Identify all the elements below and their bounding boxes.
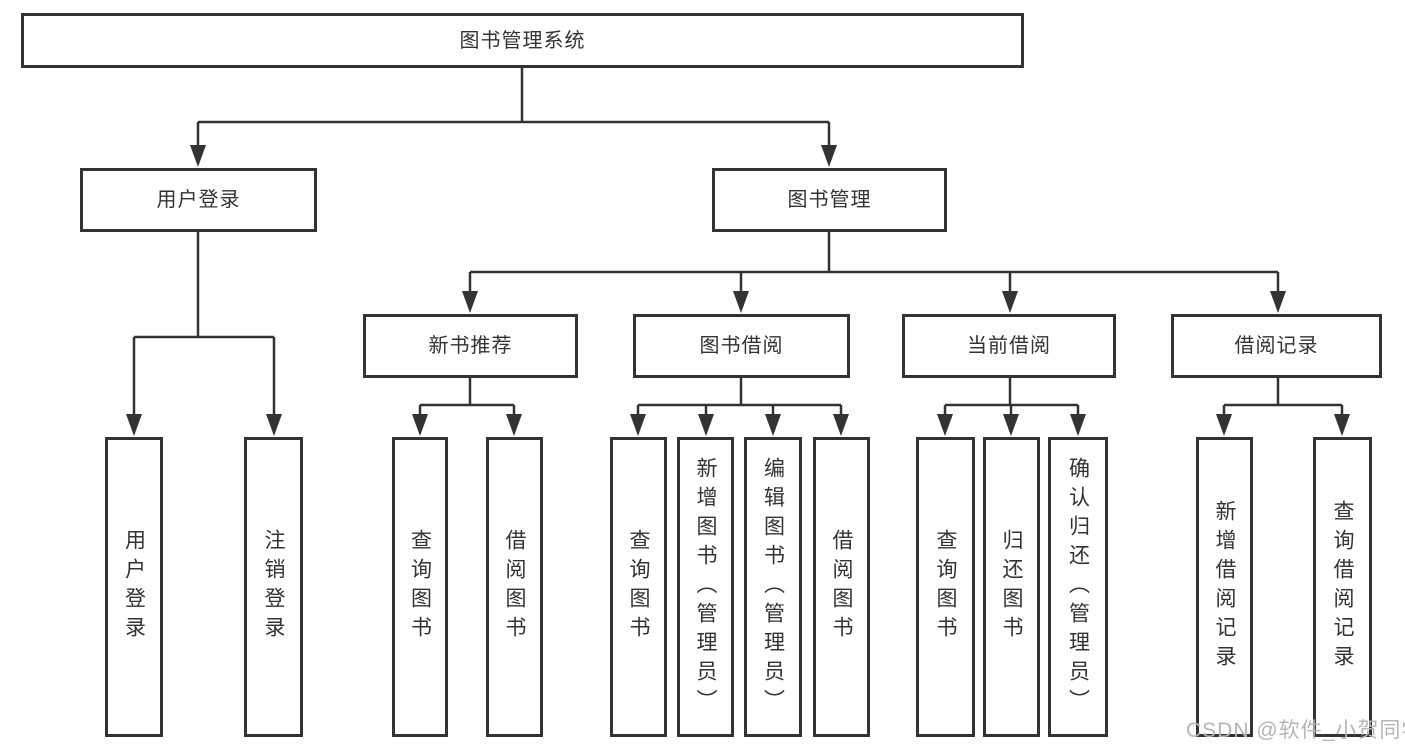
node-leaf-query-borrow-record-label: 查询借阅记录	[1331, 500, 1354, 674]
node-leaf-user-login-label: 用户登录	[122, 529, 146, 645]
node-leaf-query-books-3: 查询图书	[916, 437, 975, 737]
node-leaf-confirm-return-admin-label: 确认归还（管理员）	[1066, 456, 1090, 718]
csdn-watermark: CSDN @软件_小贺同学	[1186, 719, 1405, 742]
node-current-borrow-label: 当前借阅	[967, 335, 1051, 357]
node-leaf-logout: 注销登录	[244, 437, 303, 737]
node-new-book-recommend: 新书推荐	[363, 314, 578, 378]
node-leaf-user-login: 用户登录	[105, 437, 163, 737]
node-book-borrow: 图书借阅	[633, 314, 850, 378]
node-borrow-records-label: 借阅记录	[1234, 335, 1319, 357]
edge-new-book-children	[412, 378, 522, 436]
node-leaf-borrow-books-1-label: 借阅图书	[503, 529, 526, 645]
node-current-borrow: 当前借阅	[902, 314, 1116, 378]
node-leaf-borrow-books-1: 借阅图书	[486, 437, 543, 737]
node-book-management-label: 图书管理	[787, 189, 872, 211]
node-root: 图书管理系统	[21, 13, 1024, 68]
node-leaf-return-book: 归还图书	[983, 437, 1040, 737]
edge-root-to-level2	[190, 68, 837, 167]
node-leaf-query-books-1-label: 查询图书	[408, 529, 432, 645]
node-leaf-edit-book-admin: 编辑图书（管理员）	[744, 437, 802, 737]
node-leaf-query-books-2-label: 查询图书	[627, 529, 650, 645]
node-user-login: 用户登录	[80, 168, 317, 232]
edge-current-borrow-children	[937, 378, 1086, 436]
node-leaf-query-books-3-label: 查询图书	[934, 529, 957, 645]
node-leaf-query-borrow-record: 查询借阅记录	[1313, 437, 1372, 737]
node-leaf-add-book-admin: 新增图书（管理员）	[677, 437, 734, 737]
node-borrow-records: 借阅记录	[1171, 314, 1382, 378]
node-leaf-borrow-books-2-label: 借阅图书	[830, 529, 853, 645]
edge-user-login-children	[126, 232, 282, 436]
node-new-book-recommend-label: 新书推荐	[428, 335, 513, 357]
node-leaf-return-book-label: 归还图书	[1000, 529, 1023, 645]
node-leaf-add-borrow-record-label: 新增借阅记录	[1213, 500, 1236, 674]
node-leaf-confirm-return-admin: 确认归还（管理员）	[1048, 437, 1108, 737]
node-leaf-add-book-admin-label: 新增图书（管理员）	[694, 456, 717, 718]
node-root-label: 图书管理系统	[459, 29, 586, 52]
node-book-management: 图书管理	[712, 168, 947, 232]
node-leaf-query-books-2: 查询图书	[610, 437, 667, 737]
node-leaf-borrow-books-2: 借阅图书	[813, 437, 870, 737]
edge-book-borrow-children	[630, 378, 849, 436]
edge-borrow-records-children	[1216, 378, 1350, 436]
node-book-borrow-label: 图书借阅	[699, 335, 784, 357]
node-user-login-label: 用户登录	[156, 189, 241, 211]
node-leaf-add-borrow-record: 新增借阅记录	[1196, 437, 1253, 737]
node-leaf-logout-label: 注销登录	[262, 529, 285, 645]
node-leaf-query-books-1: 查询图书	[392, 437, 448, 737]
edge-book-mgmt-to-level3	[462, 232, 1286, 313]
node-leaf-edit-book-admin-label: 编辑图书（管理员）	[761, 456, 785, 718]
